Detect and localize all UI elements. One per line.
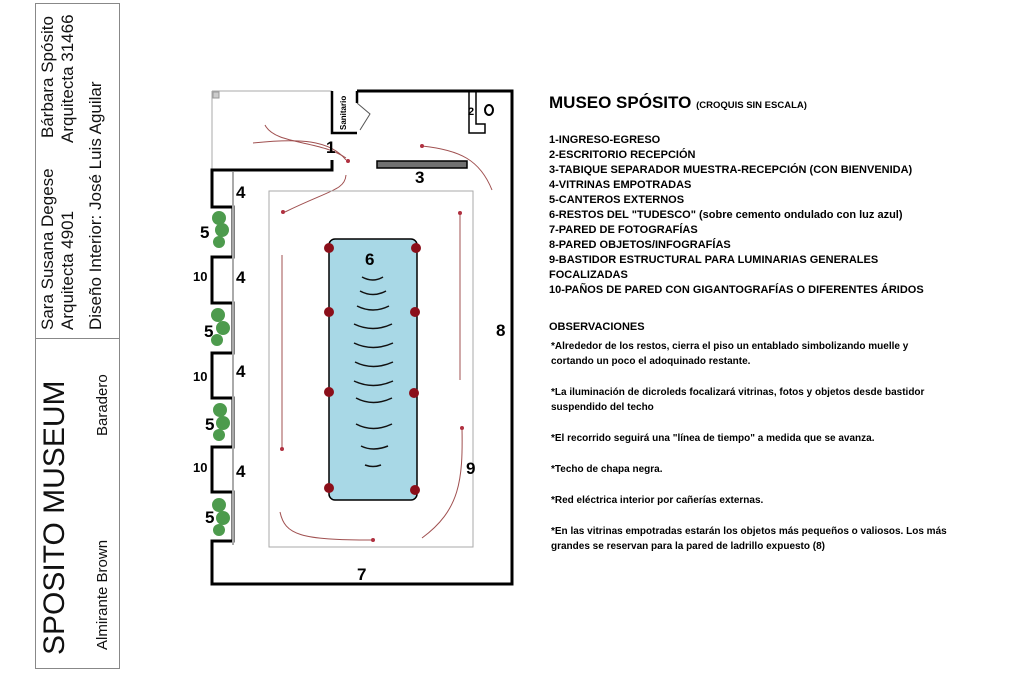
reception-desk [468, 91, 486, 134]
legend-item: 1-INGRESO-EGRESO [549, 134, 661, 146]
label-4: 4 [236, 362, 246, 381]
label-10: 10 [193, 269, 207, 284]
sanitario-label: Sanitario [339, 96, 348, 130]
notes-panel: MUSEO SPÓSITO (CROQUIS SIN ESCALA) 1-ING… [549, 93, 989, 570]
observation: *La iluminación de dicroleds focalizará … [551, 387, 925, 413]
legend-item: 5-CANTEROS EXTERNOS [549, 194, 685, 206]
wavy-cement [353, 276, 394, 468]
legend-item: 4-VITRINAS EMPOTRADAS [549, 179, 692, 191]
plant-icons [211, 211, 230, 536]
legend-item: 9-BASTIDOR ESTRUCTURAL PARA LUMINARIAS G… [549, 254, 879, 281]
entrance-outline [211, 90, 332, 170]
subtitle: (CROQUIS SIN ESCALA) [696, 100, 807, 111]
label-8: 8 [496, 321, 505, 340]
legend-item: 3-TABIQUE SEPARADOR MUESTRA-RECEPCIÓN (C… [549, 164, 913, 176]
observations-title: OBSERVACIONES [549, 321, 645, 333]
notes-title: MUSEO SPÓSITO (CROQUIS SIN ESCALA) [549, 93, 989, 113]
sanitario-walls [330, 91, 359, 135]
partition-wall [376, 160, 468, 169]
observation: *Alrededor de los restos, cierra el piso… [551, 341, 909, 367]
label-4: 4 [236, 462, 246, 481]
corner-column [212, 91, 220, 99]
legend-item: 10-PAÑOS DE PARED CON GIGANTOGRAFÍAS O D… [549, 284, 924, 296]
title-block [35, 3, 120, 669]
label-7: 7 [357, 565, 366, 584]
observation: *El recorrido seguirá una "línea de tiem… [551, 433, 875, 444]
structural-frame [268, 190, 474, 548]
label-5: 5 [205, 508, 214, 527]
legend-item: 7-PARED DE FOTOGRAFÍAS [549, 224, 698, 236]
exterior-walls [210, 89, 514, 586]
label-6: 6 [365, 250, 374, 269]
chair-icon [484, 104, 494, 116]
label-3: 3 [415, 168, 424, 187]
observations-list: *Alrededor de los restos, cierra el piso… [549, 339, 989, 554]
label-5: 5 [204, 322, 213, 341]
path-points [280, 144, 464, 542]
spotlight-points [324, 243, 421, 495]
label-5: 5 [200, 223, 209, 242]
tudesco-remains-area [328, 238, 418, 501]
label-10: 10 [193, 460, 207, 475]
door-swing [356, 102, 371, 131]
observation: *Techo de chapa negra. [551, 464, 663, 475]
legend-item: 8-PARED OBJETOS/INFOGRAFÍAS [549, 239, 731, 251]
title-text: MUSEO SPÓSITO [549, 93, 692, 112]
label-10: 10 [193, 369, 207, 384]
observation: *Red eléctrica interior por cañerías ext… [551, 495, 764, 506]
legend-item: 6-RESTOS DEL "TUDESCO" (sobre cemento on… [549, 209, 903, 221]
legend-item: 2-ESCRITORIO RECEPCIÓN [549, 149, 696, 161]
circulation-path [252, 124, 493, 541]
label-2: 2 [468, 106, 474, 118]
label-5: 5 [205, 415, 214, 434]
label-9: 9 [466, 459, 475, 478]
title-block-divider [36, 338, 119, 339]
label-4: 4 [236, 268, 246, 287]
observation: *En las vitrinas empotradas estarán los … [551, 526, 947, 552]
label-4: 4 [236, 183, 246, 202]
legend-list: 1-INGRESO-EGRESO 2-ESCRITORIO RECEPCIÓN … [549, 133, 989, 298]
label-1: 1 [326, 138, 335, 157]
